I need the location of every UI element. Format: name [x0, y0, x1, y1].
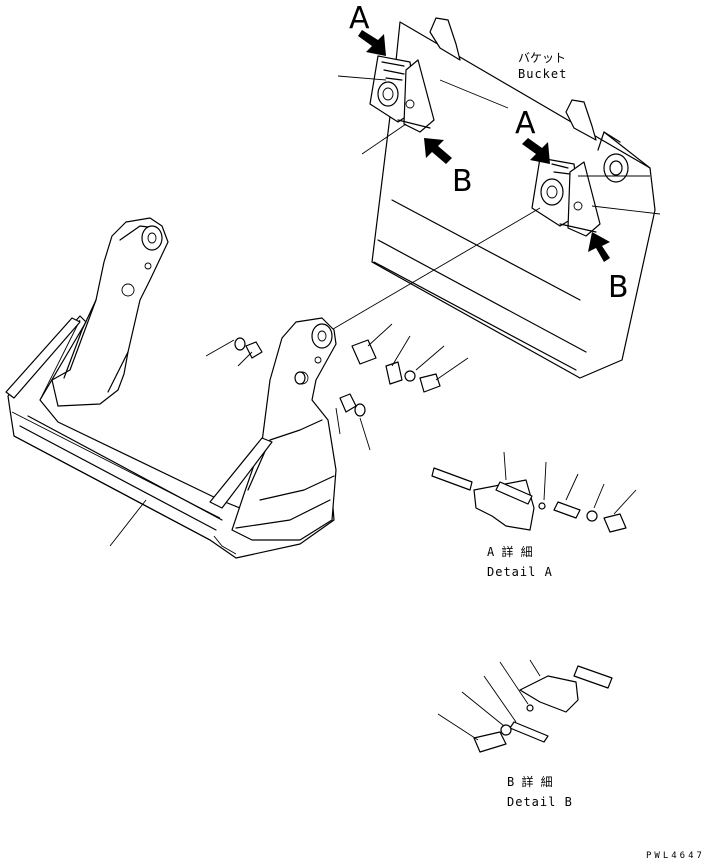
washer-1 — [234, 337, 246, 351]
detail-b-title-en: Detail B — [507, 795, 573, 809]
detail-a-title-en: Detail A — [487, 565, 553, 579]
drawing-code: PWL4647 — [646, 851, 705, 861]
bucket-coupler-left — [369, 55, 435, 133]
bucket-label-jp: バケット — [518, 51, 566, 65]
bucket-coupler-right — [531, 157, 601, 237]
view-arrow-b-right — [588, 232, 610, 262]
view-label-a-left: A — [349, 1, 370, 36]
pin-parts — [205, 323, 469, 451]
coupler-frame — [5, 217, 337, 559]
detail-a-drawing — [431, 451, 637, 533]
plate-part — [351, 339, 377, 365]
view-label-a-right: A — [515, 106, 536, 141]
bucket-label-en: Bucket — [518, 67, 567, 81]
washer-3 — [404, 370, 416, 382]
bucket — [327, 17, 661, 379]
washer-2 — [354, 403, 366, 417]
shim — [385, 361, 403, 385]
pin-hole — [294, 371, 306, 385]
detail-b-title-jp: B 詳 細 — [507, 774, 553, 789]
view-arrow-a-right — [522, 138, 550, 164]
detail-b-drawing — [437, 659, 613, 753]
bolt — [419, 373, 441, 393]
view-label-b-left: B — [452, 164, 473, 199]
view-arrow-b-left — [424, 138, 452, 164]
view-label-b-right: B — [608, 270, 629, 305]
bushing-2 — [339, 393, 357, 413]
view-arrow-a-left — [358, 30, 386, 56]
detail-a-title-jp: A 詳 細 — [487, 544, 533, 559]
